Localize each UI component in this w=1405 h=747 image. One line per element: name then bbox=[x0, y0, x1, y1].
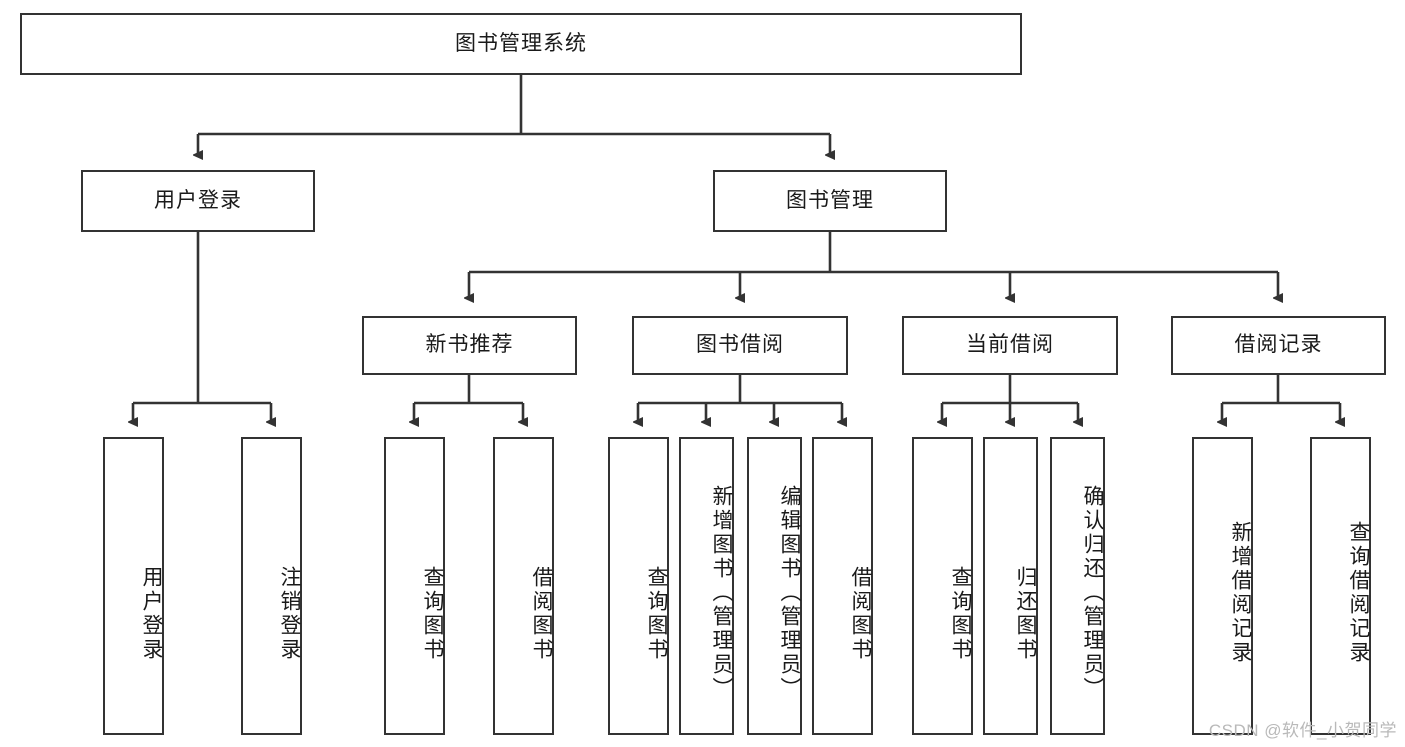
node-leaf-borrow-book-recommend[interactable]: 借阅图书 bbox=[493, 437, 554, 735]
node-leaf-confirm-return-label: 确认归还（管理员） bbox=[1081, 485, 1104, 701]
node-leaf-borrow-book-label: 借阅图书 bbox=[849, 566, 872, 662]
node-leaf-add-borrow-record-label: 新增借阅记录 bbox=[1229, 521, 1252, 665]
node-leaf-logout-label: 注销登录 bbox=[278, 566, 301, 662]
node-leaf-confirm-return[interactable]: 确认归还（管理员） bbox=[1050, 437, 1105, 735]
node-leaf-add-borrow-record[interactable]: 新增借阅记录 bbox=[1192, 437, 1253, 735]
node-leaf-query-book-borrow[interactable]: 查询图书 bbox=[608, 437, 669, 735]
node-leaf-query-book-recommend[interactable]: 查询图书 bbox=[384, 437, 445, 735]
node-leaf-query-borrow-record[interactable]: 查询借阅记录 bbox=[1310, 437, 1371, 735]
node-leaf-user-login-label: 用户登录 bbox=[140, 566, 163, 662]
node-leaf-user-login[interactable]: 用户登录 bbox=[103, 437, 164, 735]
watermark-text: CSDN @软件_小贺同学 bbox=[1208, 721, 1397, 740]
node-current-borrow-label: 当前借阅 bbox=[966, 333, 1054, 357]
node-leaf-query-book-borrow-label: 查询图书 bbox=[645, 566, 668, 662]
node-leaf-logout[interactable]: 注销登录 bbox=[241, 437, 302, 735]
node-user-login[interactable]: 用户登录 bbox=[81, 170, 315, 232]
node-borrow-record[interactable]: 借阅记录 bbox=[1171, 316, 1386, 375]
node-leaf-return-book[interactable]: 归还图书 bbox=[983, 437, 1038, 735]
node-leaf-edit-book-label: 编辑图书（管理员） bbox=[778, 485, 801, 701]
node-leaf-query-book-current-label: 查询图书 bbox=[949, 566, 972, 662]
node-book-borrow[interactable]: 图书借阅 bbox=[632, 316, 848, 375]
node-leaf-borrow-book[interactable]: 借阅图书 bbox=[812, 437, 873, 735]
node-root-label: 图书管理系统 bbox=[455, 31, 587, 55]
node-book-management-label: 图书管理 bbox=[786, 188, 874, 212]
node-new-book-recommend-label: 新书推荐 bbox=[425, 333, 514, 357]
node-leaf-query-book-recommend-label: 查询图书 bbox=[421, 566, 444, 662]
node-leaf-add-book[interactable]: 新增图书（管理员） bbox=[679, 437, 734, 735]
node-leaf-borrow-book-recommend-label: 借阅图书 bbox=[530, 566, 553, 662]
node-leaf-query-book-current[interactable]: 查询图书 bbox=[912, 437, 973, 735]
node-leaf-edit-book[interactable]: 编辑图书（管理员） bbox=[747, 437, 802, 735]
node-leaf-query-borrow-record-label: 查询借阅记录 bbox=[1347, 521, 1370, 665]
node-user-login-label: 用户登录 bbox=[154, 188, 242, 212]
node-book-management[interactable]: 图书管理 bbox=[713, 170, 947, 232]
node-new-book-recommend[interactable]: 新书推荐 bbox=[362, 316, 577, 375]
node-leaf-return-book-label: 归还图书 bbox=[1014, 566, 1037, 662]
node-root[interactable]: 图书管理系统 bbox=[20, 13, 1022, 75]
node-current-borrow[interactable]: 当前借阅 bbox=[902, 316, 1118, 375]
node-leaf-add-book-label: 新增图书（管理员） bbox=[710, 485, 733, 701]
node-book-borrow-label: 图书借阅 bbox=[696, 333, 784, 357]
node-borrow-record-label: 借阅记录 bbox=[1234, 333, 1323, 357]
